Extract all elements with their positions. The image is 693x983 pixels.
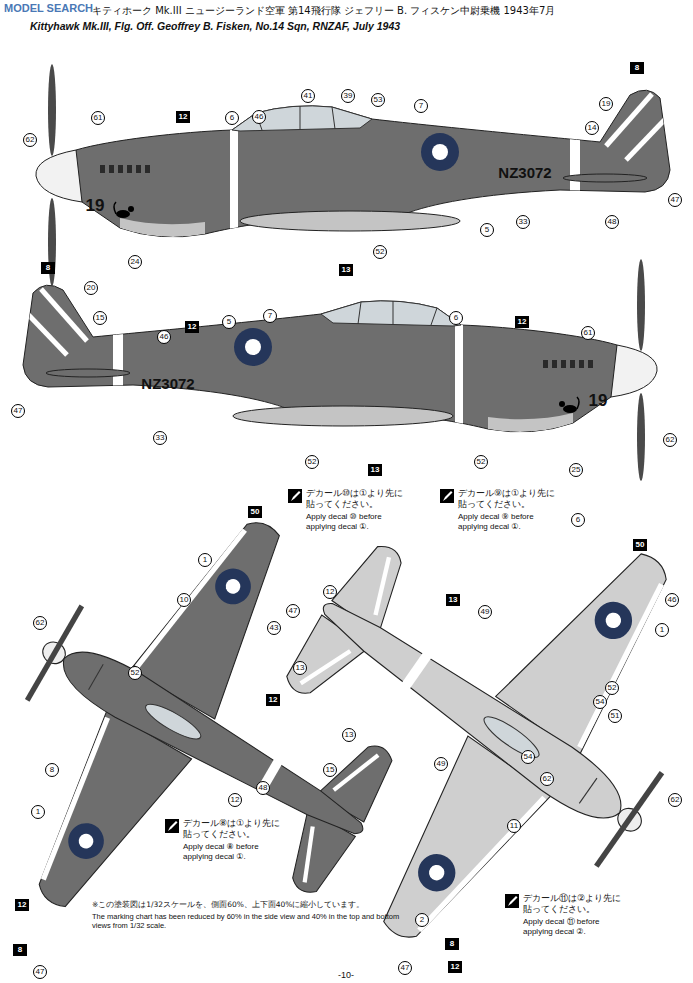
callout-number: 39: [341, 89, 355, 103]
callout-number: 24: [128, 255, 142, 269]
callout-box: 12: [15, 899, 29, 911]
callout-number: 7: [414, 99, 428, 113]
callout-number: 10: [177, 593, 191, 607]
title-text: Kittyhawk Mk.III, Flg. Off. Geoffrey B. …: [30, 20, 400, 32]
callout-box: 13: [446, 594, 460, 606]
decal-note-ja: デカール⑩は①より先に貼ってください。: [306, 488, 408, 510]
callout-number: 12: [228, 793, 242, 807]
callout-box: 8: [445, 938, 459, 950]
callout-number: 62: [663, 433, 677, 447]
decal-note-ja: デカール⑪は②より先に貼ってください。: [523, 893, 625, 915]
callout-box: 12: [266, 694, 280, 706]
decal-note-en: Apply decal ⑨ before applying decal ①.: [458, 512, 560, 531]
callout-number: 7: [263, 309, 277, 323]
callout-box: 13: [368, 464, 382, 476]
serial-marking: NZ3072: [498, 164, 551, 181]
decal-note-ja: デカール⑨は①より先に貼ってください。: [458, 488, 560, 510]
callout-number: 13: [293, 661, 307, 675]
callout-number: 6: [225, 111, 239, 125]
callout-number: 52: [474, 455, 488, 469]
code-marking: 19: [86, 196, 105, 216]
callout-number: 43: [267, 621, 281, 635]
callout-number: 11: [507, 819, 521, 833]
callout-number: 47: [286, 604, 300, 618]
callout-box: 12: [185, 321, 199, 333]
decal-note-en: Apply decal ⑩ before applying decal ①.: [306, 512, 408, 531]
callout-number: 47: [398, 961, 412, 975]
callout-number: 1: [655, 623, 669, 637]
callout-number: 61: [581, 326, 595, 340]
callout-number: 12: [323, 585, 337, 599]
callout-box: 8: [41, 262, 55, 274]
callout-number: 5: [480, 223, 494, 237]
callout-number: 52: [305, 455, 319, 469]
callout-number: 52: [605, 681, 619, 695]
callout-number: 51: [608, 709, 622, 723]
decal-note-en: Apply decal ⑪ before applying decal ②.: [523, 917, 625, 936]
callout-number: 5: [222, 315, 236, 329]
callout-box: 12: [448, 961, 462, 973]
callout-box: 13: [339, 264, 353, 276]
callout-box: 50: [633, 539, 647, 551]
callout-number: 1: [198, 553, 212, 567]
callout-number: 19: [599, 97, 613, 111]
callout-number: 46: [665, 593, 679, 607]
callout-number: 62: [23, 133, 37, 147]
callout-number: 47: [33, 965, 47, 979]
side-view-left: [36, 64, 672, 286]
callout-number: 48: [256, 781, 270, 795]
code-marking: 19: [589, 391, 608, 411]
side-view-right: [21, 259, 657, 481]
watermark: MODEL SEARCH: [4, 2, 93, 14]
callout-number: 52: [373, 245, 387, 259]
callout-number: 62: [668, 793, 682, 807]
callout-number: 46: [157, 330, 171, 344]
callout-number: 54: [593, 695, 607, 709]
decal-note-icon: [165, 489, 519, 908]
callout-number: 33: [153, 431, 167, 445]
callout-number: 1: [31, 805, 45, 819]
page-number: -10-: [338, 970, 354, 980]
callout-number: 49: [478, 605, 492, 619]
callout-number: 20: [84, 281, 98, 295]
callout-box: 8: [630, 62, 644, 74]
callout-number: 53: [371, 93, 385, 107]
callout-number: 25: [569, 463, 583, 477]
callout-number: 6: [571, 513, 585, 527]
serial-marking: NZ3072: [141, 375, 194, 392]
decal-note-ja: デカール⑧は①より先に貼ってください。: [183, 818, 285, 840]
callout-number: 15: [323, 763, 337, 777]
callout-number: 54: [521, 750, 535, 764]
footnote-en: The marking chart has been reduced by 60…: [92, 912, 402, 931]
callout-box: 12: [515, 316, 529, 328]
callout-number: 47: [668, 193, 682, 207]
callout-number: 52: [128, 666, 142, 680]
callout-number: 49: [434, 757, 448, 771]
japanese-heading: キティホーク Mk.III ニュージーランド空軍 第14飛行隊 ジェフリー B.…: [92, 4, 555, 18]
callout-number: 8: [45, 763, 59, 777]
callout-number: 14: [585, 121, 599, 135]
callout-number: 48: [605, 215, 619, 229]
callout-number: 61: [91, 111, 105, 125]
bottom-view: [194, 419, 693, 983]
callout-number: 2: [415, 913, 429, 927]
callout-number: 62: [540, 772, 554, 786]
callout-box: 8: [13, 944, 27, 956]
callout-number: 41: [301, 89, 315, 103]
callout-number: 47: [11, 404, 25, 418]
callout-number: 15: [93, 311, 107, 325]
callout-number: 62: [33, 616, 47, 630]
callout-number: 6: [449, 311, 463, 325]
callout-box: 12: [176, 111, 190, 123]
callout-box: 50: [248, 506, 262, 518]
callout-number: 46: [252, 110, 266, 124]
footnote-ja: ※この塗装図は1/32スケールを、側面60%、上下面40%に縮小しています。: [92, 900, 422, 909]
callout-number: 13: [342, 728, 356, 742]
callout-number: 33: [516, 215, 530, 229]
decal-note-en: Apply decal ⑧ before applying decal ①.: [183, 842, 285, 861]
